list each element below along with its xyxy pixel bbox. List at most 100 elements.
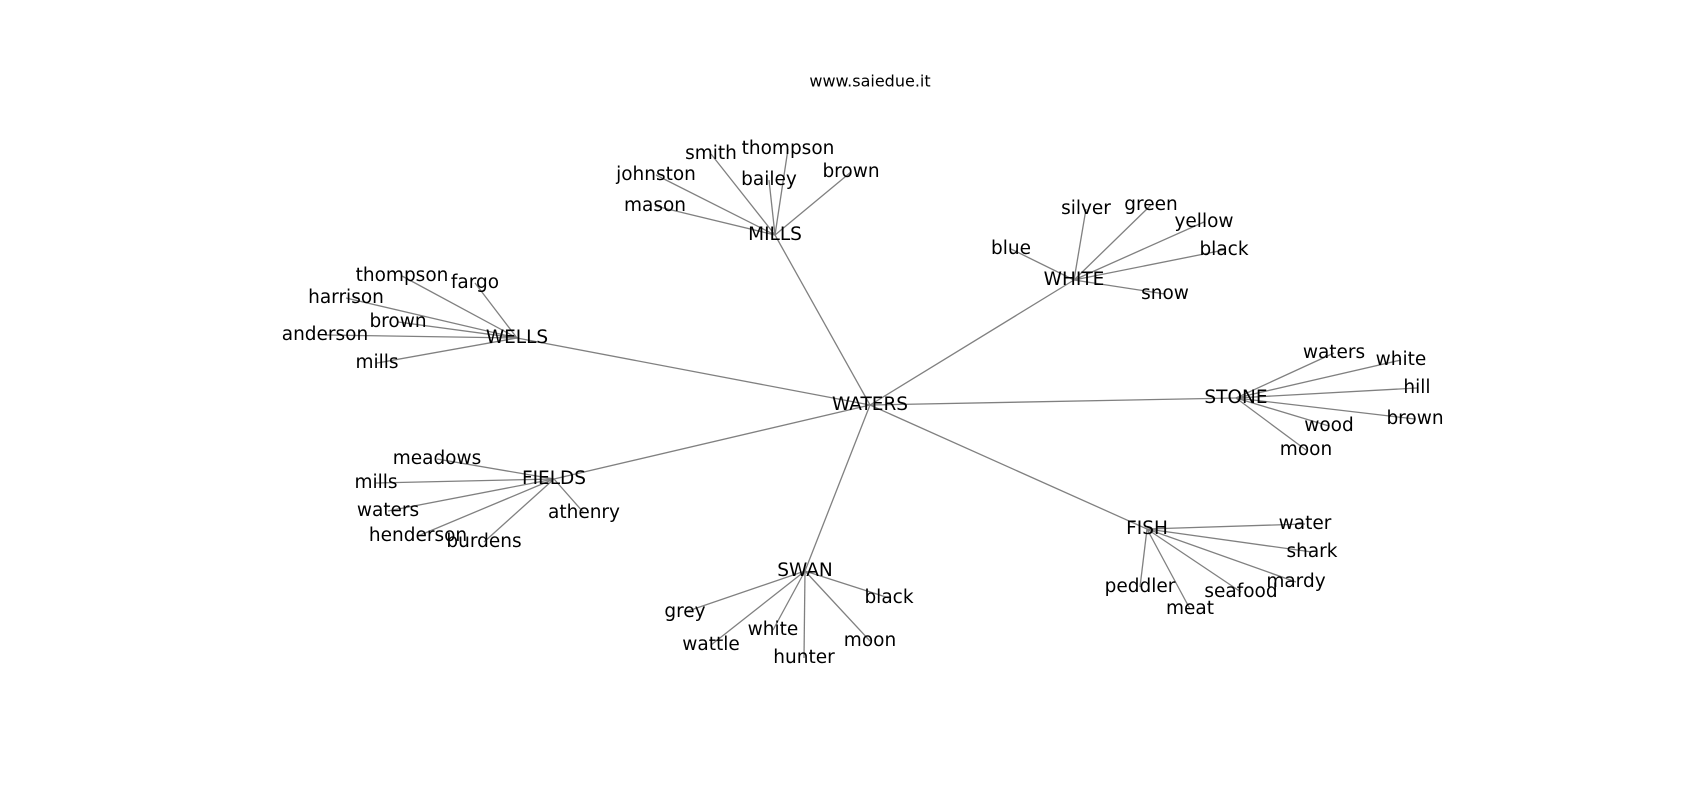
edge-root-fish <box>869 404 1148 530</box>
leaf-node-stone-brown: brown <box>1386 408 1443 429</box>
edge-root-white <box>869 279 1075 406</box>
hub-node-swan: SWAN <box>777 560 833 581</box>
edge-swan-wattle <box>710 570 806 646</box>
leaf-node-white-green: green <box>1124 194 1177 215</box>
edge-swan-black <box>804 570 890 599</box>
leaf-node-fish-seafood: seafood <box>1204 581 1277 602</box>
edge-stone-hill <box>1235 387 1418 399</box>
leaf-node-white-silver: silver <box>1061 198 1111 219</box>
leaf-node-fish-peddler: peddler <box>1105 576 1176 597</box>
leaf-node-mills-brown: brown <box>822 161 879 182</box>
edge-mills-mason <box>654 205 776 236</box>
leaf-node-white-black: black <box>1199 239 1248 260</box>
leaf-node-fish-water: water <box>1279 513 1332 534</box>
leaf-node-wells-mills: mills <box>355 352 398 373</box>
edge-white-green <box>1073 204 1152 281</box>
leaf-node-swan-hunter: hunter <box>773 647 835 668</box>
leaf-node-wells-thompson: thompson <box>356 265 449 286</box>
leaf-node-mills-bailey: bailey <box>741 169 797 190</box>
leaf-node-mills-smith: smith <box>685 143 737 164</box>
edge-mills-thompson <box>774 148 789 236</box>
edge-stone-brown <box>1235 397 1416 420</box>
edge-root-stone <box>869 397 1237 406</box>
edge-wells-anderson <box>324 334 518 339</box>
edge-root-mills <box>774 234 871 406</box>
leaf-node-swan-wattle: wattle <box>682 634 740 655</box>
leaf-node-white-blue: blue <box>991 238 1031 259</box>
leaf-node-fields-waters: waters <box>357 500 419 521</box>
hub-node-fields: FIELDS <box>522 468 586 489</box>
hub-node-mills: MILLS <box>748 224 802 245</box>
edge-fish-peddler <box>1139 528 1148 588</box>
leaf-node-stone-white: white <box>1376 349 1427 370</box>
leaf-node-mills-thompson: thompson <box>742 138 835 159</box>
leaf-node-wells-brown: brown <box>369 311 426 332</box>
edge-fish-shark <box>1146 528 1313 553</box>
edge-root-fields <box>553 404 871 480</box>
site-credit: www.saiedue.it <box>809 72 930 91</box>
leaf-node-swan-grey: grey <box>664 601 705 622</box>
edge-white-silver <box>1073 208 1087 281</box>
leaf-node-fields-athenry: athenry <box>548 502 620 523</box>
edge-mills-johnston <box>655 174 776 236</box>
leaf-node-swan-white: white <box>748 619 799 640</box>
leaf-node-stone-wood: wood <box>1304 415 1354 436</box>
edge-fields-waters <box>387 478 555 512</box>
edge-swan-hunter <box>803 570 806 659</box>
edge-mills-brown <box>774 171 852 236</box>
leaf-node-fish-mardy: mardy <box>1266 571 1325 592</box>
leaf-node-stone-hill: hill <box>1403 377 1430 398</box>
edge-white-black <box>1073 249 1225 281</box>
edge-fields-burdens <box>483 478 555 543</box>
edge-wells-thompson <box>401 275 518 339</box>
edge-mills-smith <box>710 153 776 236</box>
leaf-node-stone-waters: waters <box>1303 342 1365 363</box>
hub-node-stone: STONE <box>1204 387 1267 408</box>
edge-stone-waters <box>1235 352 1335 399</box>
edge-fields-athenry <box>553 478 585 514</box>
hub-node-fish: FISH <box>1126 518 1168 539</box>
hub-node-wells: WELLS <box>486 327 548 348</box>
edge-fish-meat <box>1146 528 1191 610</box>
edge-stone-wood <box>1235 397 1330 427</box>
root-node-label: WATERS <box>832 394 908 415</box>
edge-fields-mills <box>375 478 555 484</box>
edge-fish-water <box>1146 523 1306 530</box>
leaf-node-white-yellow: yellow <box>1174 211 1233 232</box>
leaf-node-wells-fargo: fargo <box>451 272 499 293</box>
edge-white-snow <box>1073 279 1166 295</box>
edge-stone-moon <box>1235 397 1307 451</box>
leaf-node-fields-henderson: henderson <box>369 525 467 546</box>
edge-fish-seafood <box>1146 528 1242 593</box>
edge-root-swan <box>804 404 871 572</box>
edge-fields-henderson <box>417 478 555 537</box>
leaf-node-fish-meat: meat <box>1166 598 1214 619</box>
leaf-node-wells-harrison: harrison <box>308 287 384 308</box>
leaf-node-mills-mason: mason <box>624 195 686 216</box>
edge-wells-fargo <box>474 282 518 339</box>
edge-swan-grey <box>684 570 806 613</box>
edge-wells-mills <box>376 337 518 364</box>
leaf-node-fields-mills: mills <box>354 472 397 493</box>
leaf-node-swan-moon: moon <box>844 630 896 651</box>
leaf-node-wells-anderson: anderson <box>282 324 368 345</box>
edge-swan-moon <box>804 570 871 642</box>
leaf-node-stone-moon: moon <box>1280 439 1332 460</box>
leaf-node-fields-meadows: meadows <box>393 448 482 469</box>
edge-root-wells <box>516 337 871 406</box>
edge-fish-mardy <box>1146 528 1297 583</box>
edge-swan-white <box>772 570 806 631</box>
edge-wells-harrison <box>345 297 518 339</box>
edge-mills-bailey <box>768 179 776 236</box>
edge-wells-brown <box>397 321 518 339</box>
leaf-node-mills-johnston: johnston <box>615 164 696 185</box>
edge-white-yellow <box>1073 221 1205 281</box>
hub-node-white: WHITE <box>1044 269 1105 290</box>
edge-fields-meadows <box>436 458 555 480</box>
leaf-node-fields-burdens: burdens <box>446 531 521 552</box>
leaf-node-white-snow: snow <box>1141 283 1189 304</box>
edges-layer <box>324 148 1418 659</box>
leaf-node-fish-shark: shark <box>1286 541 1337 562</box>
